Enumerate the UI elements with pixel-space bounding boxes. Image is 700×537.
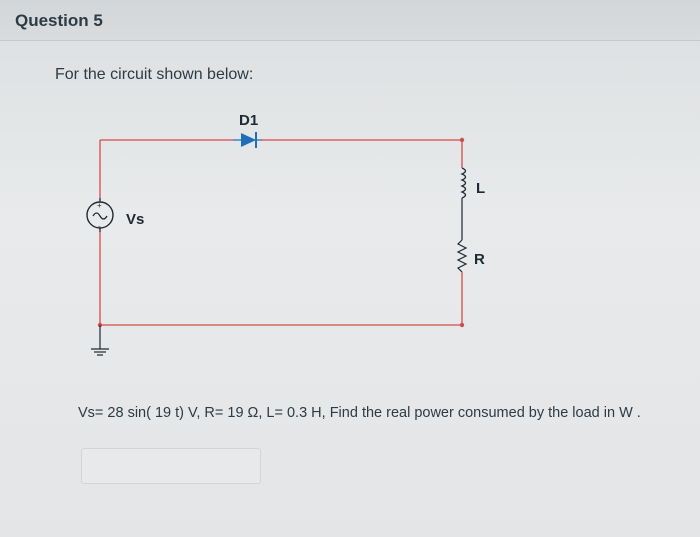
junction-dot xyxy=(459,322,465,328)
inductor-label: L xyxy=(476,180,485,197)
source-plus-sign: + xyxy=(97,201,102,210)
circuit-wires xyxy=(99,139,463,326)
diode-label: D1 xyxy=(239,112,258,129)
resistor-label: R xyxy=(474,251,485,268)
circuit-diagram: D1 + - Vs L R xyxy=(86,112,485,356)
ac-source-vs: + - Vs xyxy=(86,198,144,232)
junction-dot xyxy=(459,137,465,143)
diode-d1: D1 xyxy=(233,112,262,148)
answer-input[interactable] xyxy=(81,448,261,484)
inductor-l: L xyxy=(460,167,485,240)
resistor-zigzag xyxy=(456,239,468,273)
sine-wave-icon xyxy=(92,212,108,220)
question-prompt: For the circuit shown below: xyxy=(55,66,254,83)
problem-statement: Vs= 28 sin( 19 t) V, R= 19 Ω, L= 0.3 H, … xyxy=(78,405,641,421)
source-label: Vs xyxy=(126,211,144,228)
resistor-r: R xyxy=(456,239,485,273)
inductor-coil xyxy=(460,167,467,199)
source-minus-sign: - xyxy=(98,222,101,231)
question-header: Question 5 xyxy=(0,0,700,41)
question-title: Question 5 xyxy=(15,11,103,30)
diode-triangle xyxy=(241,133,256,147)
ground-symbol xyxy=(91,325,109,356)
source-circle xyxy=(86,201,114,229)
junction-dots xyxy=(97,137,465,328)
